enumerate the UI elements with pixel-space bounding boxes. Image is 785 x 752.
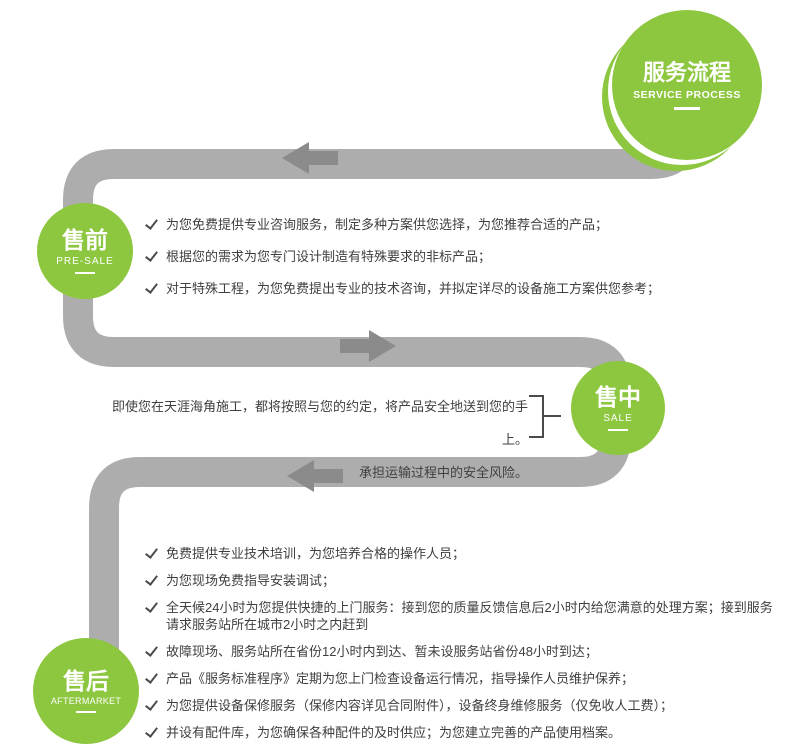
- sale-item-list: 即使您在天涯海角施工，都将按照与您的约定，将产品安全地送到您的手上。 承担运输过…: [88, 390, 528, 489]
- stage-circle-sale: 售中 SALE: [571, 361, 665, 455]
- stage-circle-pre-sale: 售前 PRE-SALE: [37, 203, 133, 299]
- list-item-text: 承担运输过程中的安全风险。: [358, 465, 528, 480]
- list-item-text: 为您现场免费指导安装调试；: [166, 573, 336, 588]
- badge-underline: [674, 107, 700, 111]
- list-item-text: 为您提供设备保修服务（保修内容详见合同附件），设备终身维修服务（仅免收人工费）；: [166, 698, 674, 713]
- aftermarket-item-list: 免费提供专业技术培训，为您培养合格的操作人员； 为您现场免费指导安装调试； 全天…: [145, 545, 776, 751]
- list-item-text: 对于特殊工程，为您免费提出专业的技术咨询，并拟定详尽的设备施工方案供您参考；: [166, 281, 661, 296]
- list-item-text: 为您免费提供专业咨询服务，制定多种方案供您选择，为您推荐合适的产品；: [166, 217, 609, 232]
- list-item: 故障现场、服务站所在省份12小时内到达、暂未设服务站省份48小时到达；: [145, 643, 776, 660]
- list-item: 为您提供设备保修服务（保修内容详见合同附件），设备终身维修服务（仅免收人工费）；: [145, 697, 776, 714]
- list-item: 免费提供专业技术培训，为您培养合格的操作人员；: [145, 545, 776, 562]
- list-item: 全天候24小时为您提供快捷的上门服务：接到您的质量反馈信息后2小时内给您满意的处…: [145, 599, 776, 633]
- arrow-left-icon: [282, 142, 338, 174]
- stage-label-en: AFTERMARKET: [50, 696, 122, 707]
- list-item-text: 根据您的需求为您专门设计制造有特殊要求的非标产品；: [166, 249, 492, 264]
- arrow-right-icon: [340, 330, 396, 362]
- list-item: 为您现场免费指导安装调试；: [145, 572, 776, 589]
- badge-title-en: SERVICE PROCESS: [633, 89, 741, 102]
- stage-label-en: PRE-SALE: [56, 255, 114, 267]
- list-item-text: 产品《服务标准程序》定期为您上门检查设备运行情况，指导操作人员维护保养；: [166, 671, 635, 686]
- bracket-connector: [529, 395, 561, 438]
- list-item: 产品《服务标准程序》定期为您上门检查设备运行情况，指导操作人员维护保养；: [145, 670, 776, 687]
- list-item: 根据您的需求为您专门设计制造有特殊要求的非标产品；: [145, 248, 748, 265]
- list-item: 对于特殊工程，为您免费提出专业的技术咨询，并拟定详尽的设备施工方案供您参考；: [145, 280, 748, 297]
- pre-sale-item-list: 为您免费提供专业咨询服务，制定多种方案供您选择，为您推荐合适的产品； 根据您的需…: [145, 216, 748, 312]
- list-item-text: 全天候24小时为您提供快捷的上门服务：接到您的质量反馈信息后2小时内给您满意的处…: [166, 600, 773, 632]
- service-process-badge: 服务流程 SERVICE PROCESS: [612, 10, 762, 160]
- list-item-text: 故障现场、服务站所在省份12小时内到达、暂未设服务站省份48小时到达；: [166, 644, 598, 659]
- list-item-text: 并设有配件库，为您确保各种配件的及时供应；为您建立完善的产品使用档案。: [166, 725, 622, 740]
- list-item-text: 即使您在天涯海角施工，都将按照与您的约定，将产品安全地送到您的手上。: [111, 399, 528, 447]
- stage-label-en: SALE: [603, 412, 633, 424]
- list-item: 并设有配件库，为您确保各种配件的及时供应；为您建立完善的产品使用档案。: [145, 724, 776, 741]
- list-item: 为您免费提供专业咨询服务，制定多种方案供您选择，为您推荐合适的产品；: [145, 216, 748, 233]
- stage-circle-aftermarket: 售后 AFTERMARKET: [33, 638, 139, 744]
- stage-label-zh: 售前: [62, 227, 108, 254]
- list-item-text: 免费提供专业技术培训，为您培养合格的操作人员；: [166, 546, 466, 561]
- badge-title-zh: 服务流程: [642, 59, 731, 85]
- stage-label-zh: 售中: [595, 384, 641, 411]
- stage-underline: [608, 428, 628, 431]
- stage-underline: [76, 711, 96, 714]
- arrow-left-icon: [287, 460, 343, 492]
- stage-underline: [75, 271, 95, 274]
- stage-label-zh: 售后: [63, 667, 109, 694]
